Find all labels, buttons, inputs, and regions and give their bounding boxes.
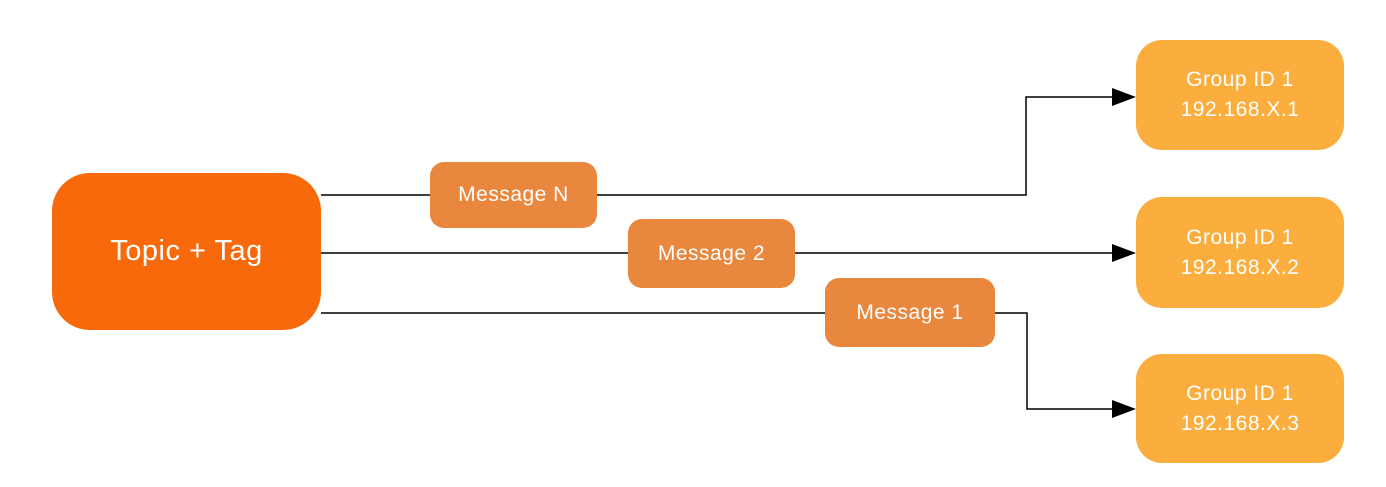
group-3-address: 192.168.X.3: [1180, 411, 1300, 435]
message-2-node: Message 2: [628, 219, 795, 288]
group-node-3: Group ID 1 192.168.X.3: [1136, 354, 1344, 463]
message-2-label: Message 2: [657, 241, 766, 265]
connector-message-n: [321, 88, 1136, 196]
connector-message-1: [321, 312, 1136, 418]
message-n-node: Message N: [430, 162, 597, 228]
group-3-title: Group ID 1: [1186, 381, 1294, 405]
message-1-node: Message 1: [825, 278, 995, 347]
group-node-2: Group ID 1 192.168.X.2: [1136, 197, 1344, 308]
group-node-1: Group ID 1 192.168.X.1: [1136, 40, 1344, 150]
message-n-label: Message N: [458, 183, 569, 206]
group-1-title: Group ID 1: [1186, 68, 1294, 91]
arrowhead-icon: [1112, 88, 1136, 106]
group-2-address: 192.168.X.2: [1180, 255, 1300, 279]
group-1-address: 192.168.X.1: [1180, 98, 1300, 121]
group-2-title: Group ID 1: [1186, 225, 1294, 249]
message-1-label: Message 1: [856, 300, 964, 324]
topic-tag-label: Topic + Tag: [110, 235, 263, 267]
arrowhead-icon: [1112, 400, 1136, 418]
arrowhead-icon: [1112, 244, 1136, 262]
topic-tag-node: Topic + Tag: [52, 173, 321, 330]
